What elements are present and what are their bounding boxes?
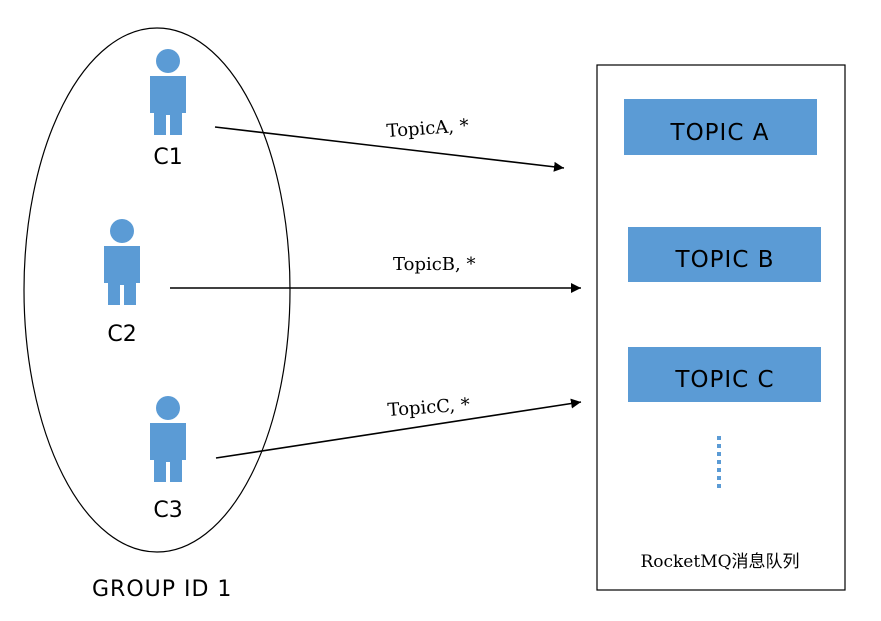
consumer-label: C3 <box>153 498 182 523</box>
topic-a: TOPIC A <box>624 99 817 155</box>
consumer-group-ellipse <box>23 27 291 553</box>
topic-b-label: TOPIC B <box>675 247 775 273</box>
message-queue-label: RocketMQ消息队列 <box>640 552 799 572</box>
topic-a-label: TOPIC A <box>670 120 770 146</box>
consumer-label: C2 <box>107 322 136 347</box>
consumer-c2: C2 <box>104 219 140 347</box>
subscription-label-b: TopicB, * <box>393 254 475 275</box>
subscription-arrow-c <box>215 398 582 459</box>
person-icon <box>104 219 140 305</box>
group-id-label: GROUP ID 1 <box>92 577 232 602</box>
topic-a-box <box>624 99 817 155</box>
topic-b-box <box>628 227 821 282</box>
consumer-c3: C3 <box>150 396 186 523</box>
topic-c-label: TOPIC C <box>674 367 774 393</box>
subscription-label-a: TopicA, * <box>386 115 470 142</box>
person-icon <box>150 49 186 135</box>
topic-b: TOPIC B <box>628 227 821 282</box>
subscription-arrow-a <box>214 126 565 172</box>
topic-c: TOPIC C <box>628 347 821 402</box>
topic-c-box <box>628 347 821 402</box>
consumer-label: C1 <box>153 145 182 170</box>
person-icon <box>150 396 186 482</box>
subscription-label-c: TopicC, * <box>387 394 471 421</box>
consumer-c1: C1 <box>150 49 186 170</box>
